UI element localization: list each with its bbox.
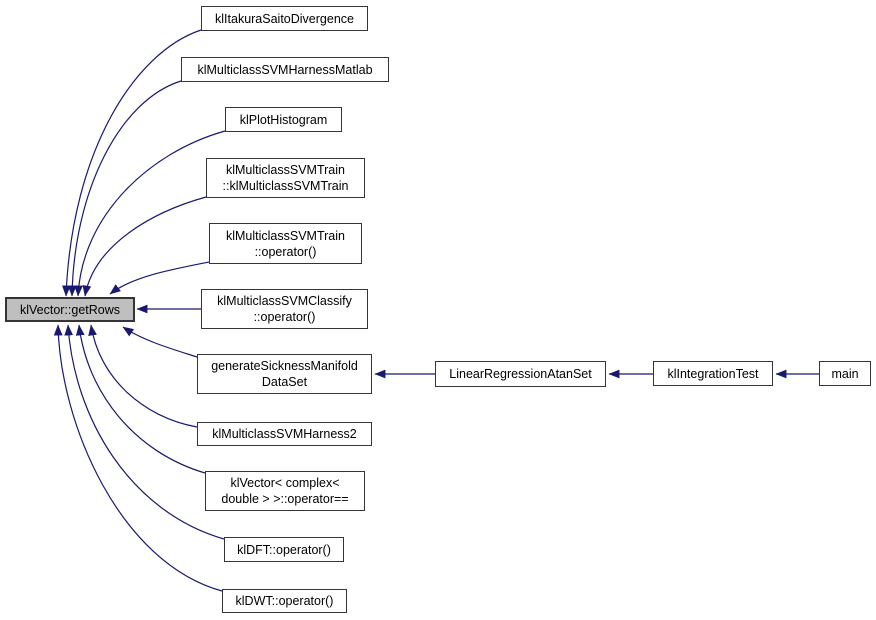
node-label: DataSet	[261, 375, 308, 389]
node-label: main	[831, 366, 859, 381]
node-klvector-getrows[interactable]: klVector::getRows	[5, 297, 135, 322]
node-klitakura-saito-divergence[interactable]: klItakuraSaitoDivergence	[201, 6, 368, 31]
node-label: klMulticlassSVMClassify	[217, 294, 352, 308]
edge-kldwt-operator	[53, 324, 223, 592]
edge-klplothistogram	[74, 130, 226, 297]
node-label: klItakuraSaitoDivergence	[215, 11, 354, 26]
node-label: double > >::operator==	[221, 492, 349, 506]
node-label: klMulticlassSVMHarness2	[212, 427, 357, 441]
edge-kldft-operator	[64, 324, 225, 540]
node-label: klVector::getRows	[19, 302, 121, 317]
node-generate-sickness-manifold-dataset[interactable]: generateSicknessManifold DataSet	[197, 354, 372, 394]
node-klmulticlass-svm-train-operator[interactable]: klMulticlassSVMTrain ::operator()	[209, 223, 362, 264]
node-klmulticlass-svm-harness-matlab[interactable]: klMulticlassSVMHarnessMatlab	[181, 57, 389, 82]
edge-klmulticlasssvmtrain-ctor	[82, 196, 207, 297]
node-main[interactable]: main	[819, 361, 871, 386]
node-label: ::operator()	[253, 310, 316, 324]
node-label: LinearRegressionAtanSet	[449, 367, 592, 381]
node-label: klMulticlassSVMTrain	[225, 163, 345, 177]
edge-klitakurasaitodivergence	[62, 29, 202, 297]
node-label: generateSicknessManifold	[211, 359, 358, 373]
node-label: klDFT::operator()	[237, 542, 331, 557]
node-label: klVector< complex<	[230, 476, 340, 490]
node-label: klMulticlassSVMTrain	[225, 228, 345, 243]
node-klmulticlass-svm-harness2[interactable]: klMulticlassSVMHarness2	[197, 422, 372, 446]
node-kldft-operator[interactable]: klDFT::operator()	[224, 537, 344, 562]
node-klvector-complex-operator-eq[interactable]: klVector< complex< double > >::operator=…	[205, 471, 365, 511]
node-klmulticlass-svm-train-ctor[interactable]: klMulticlassSVMTrain ::klMulticlassSVMTr…	[206, 158, 365, 198]
edge-klvector-complex-operator-eq	[75, 324, 206, 474]
node-klplot-histogram[interactable]: klPlotHistogram	[225, 107, 342, 132]
node-linear-regression-atan-set[interactable]: LinearRegressionAtanSet	[435, 361, 606, 387]
node-label: ::operator()	[254, 244, 317, 259]
node-label: klDWT::operator()	[235, 594, 334, 608]
node-label: klIntegrationTest	[667, 366, 759, 381]
edge-generatesicknessmanifolddataset	[122, 326, 198, 358]
edge-klmulticlasssvmharnessmatlab	[67, 80, 182, 297]
node-klintegration-test[interactable]: klIntegrationTest	[653, 361, 773, 386]
node-label: ::klMulticlassSVMTrain	[222, 179, 349, 193]
node-klmulticlass-svm-classify-operator[interactable]: klMulticlassSVMClassify ::operator()	[201, 289, 368, 329]
edge-klmulticlasssvmharness2	[88, 324, 198, 428]
node-kldwt-operator[interactable]: klDWT::operator()	[222, 589, 347, 613]
edge-klmulticlasssvmtrain-operator	[109, 261, 210, 295]
node-label: klPlotHistogram	[239, 112, 328, 127]
node-label: klMulticlassSVMHarnessMatlab	[197, 62, 373, 77]
